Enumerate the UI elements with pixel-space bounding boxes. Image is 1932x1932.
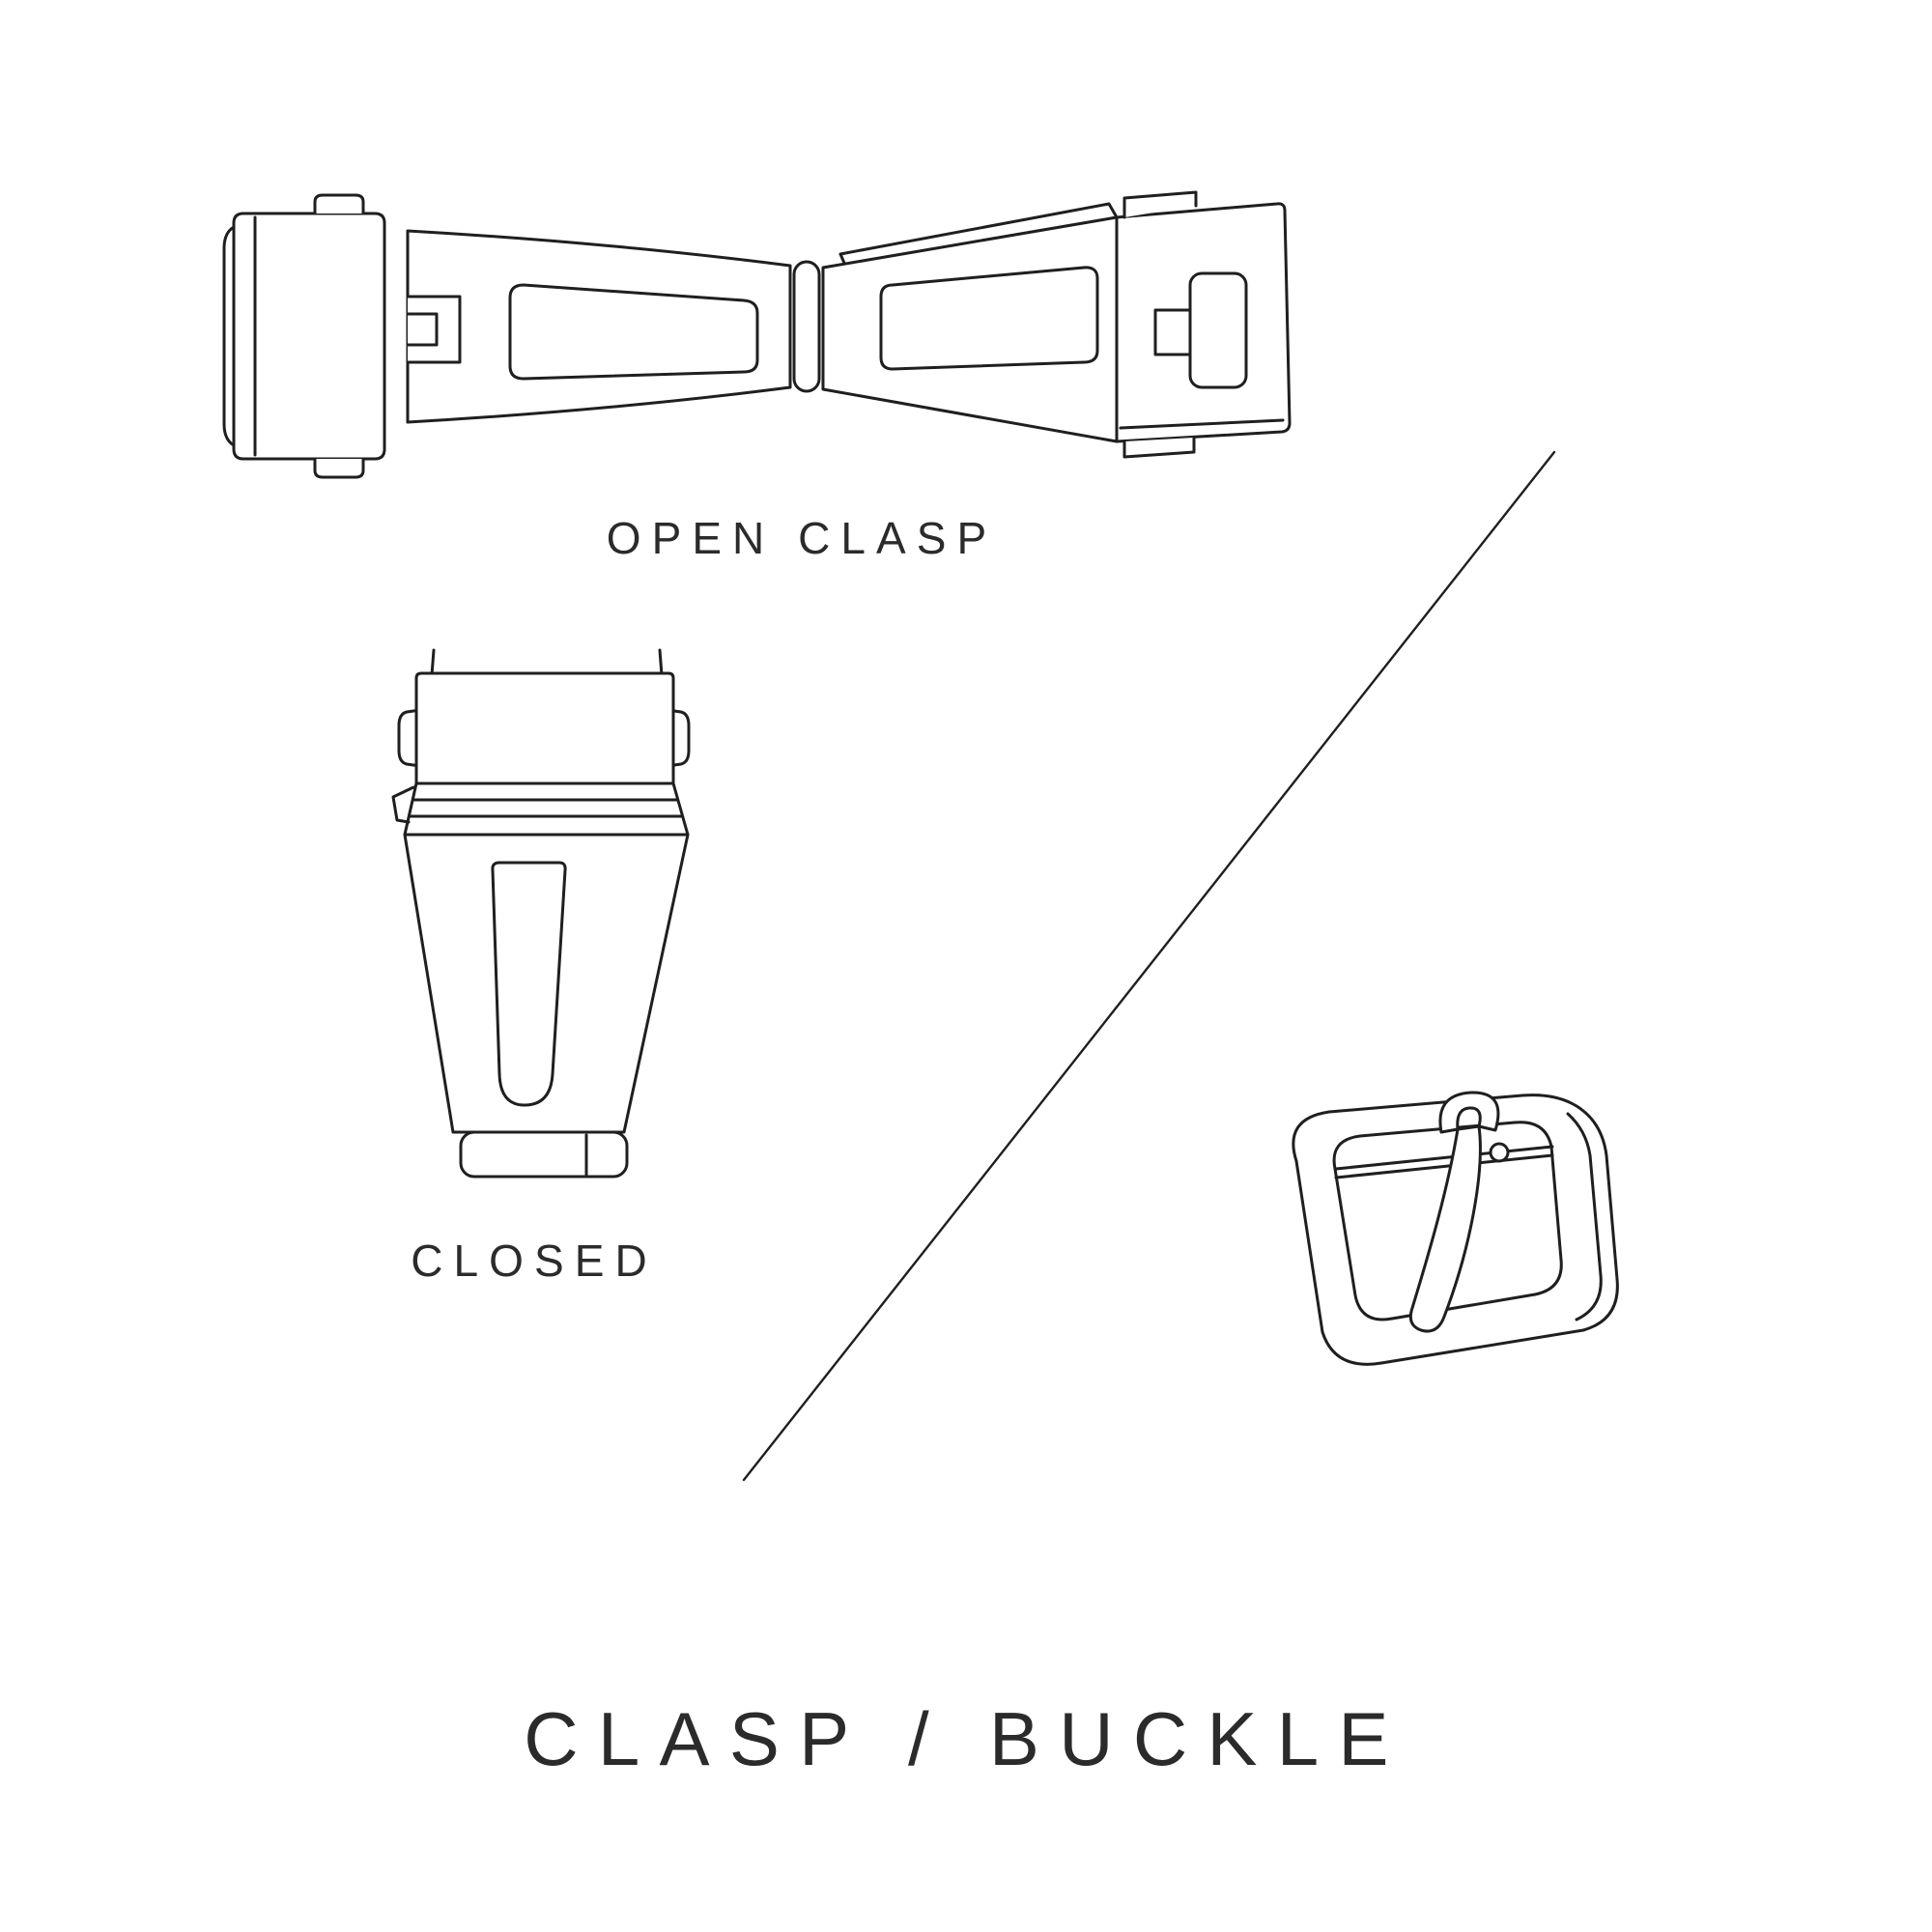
clasp-right-blade <box>821 202 1119 443</box>
closed-clasp-body <box>403 833 690 1134</box>
buckle-tongue <box>1408 1091 1500 1333</box>
closed-clasp-foot <box>459 1130 629 1179</box>
closed-clasp-illustration <box>391 648 691 1179</box>
closed-clasp-cover <box>414 671 675 785</box>
page-title: CLASP / BUCKLE <box>524 1696 1408 1781</box>
open-clasp-label: OPEN CLASP <box>606 513 998 563</box>
open-clasp-illustration <box>222 190 1292 479</box>
divider-line <box>742 450 1556 1482</box>
closed-clasp-bands <box>391 781 690 837</box>
closed-clasp-prongs <box>430 648 664 677</box>
clasp-hinge <box>792 260 821 393</box>
closed-clasp-label: CLOSED <box>411 1236 658 1286</box>
buckle-pin-bar <box>1334 1142 1554 1179</box>
clasp-left-blade <box>406 229 792 424</box>
clasp-end-piece <box>222 193 386 479</box>
clasp-end-link <box>1115 190 1292 459</box>
buckle-illustration <box>1292 1091 1619 1366</box>
